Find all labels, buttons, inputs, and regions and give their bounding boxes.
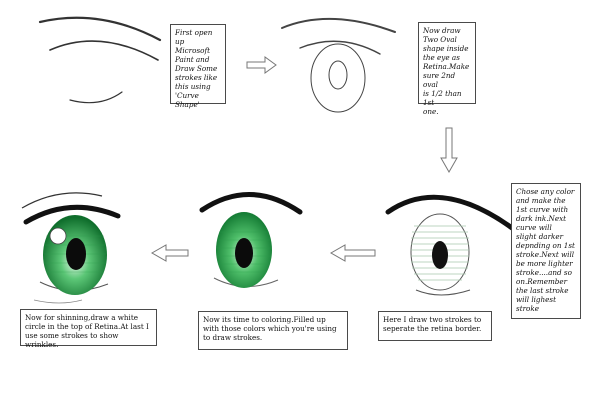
step3-upper-lid [385,194,515,231]
step2-note: Now draw Two Oval shape inside the eye a… [418,22,476,116]
step5-pupil [66,238,86,270]
step2-outer-oval [310,43,366,113]
step1-lower-curve [69,91,123,104]
step4-pupil [235,238,253,268]
step3-note: Chose any color and make the 1st curve w… [511,183,581,319]
step5-upper-lid [23,204,121,225]
step4-eye-colored [199,192,303,288]
arrow-right-1 [246,56,277,74]
step1-brow-curve [38,16,162,42]
step1-note: First open up Microsoft Paint and Draw S… [170,24,226,109]
arrow-left-1 [329,244,376,262]
arrow-left-2 [150,244,189,262]
step1-eye-sketch [38,16,162,104]
step2-eye-ovals [281,17,396,113]
step1-upper-lid-curve [49,40,159,61]
step4-upper-lid [199,192,303,215]
step3-pupil [432,241,448,269]
step5-wrinkle-1 [33,299,83,304]
step5-brow-line [21,192,103,209]
arrow-down [440,127,458,174]
step5-eye-final [21,192,121,304]
step2-brow-curve [281,17,396,33]
step2-upper-lid-curve [299,40,381,55]
step5-note: Now its time to coloring.Filled up with … [198,311,348,350]
step3-lower-lid [415,289,471,296]
step2-inner-oval [328,60,348,90]
step6-note: Now for shinning,draw a white circle in … [20,309,157,349]
step5-shine-circle [49,227,67,245]
step4-note: Here I draw two strokes to seperate the … [378,311,492,341]
step3-eye-striped [385,194,515,296]
